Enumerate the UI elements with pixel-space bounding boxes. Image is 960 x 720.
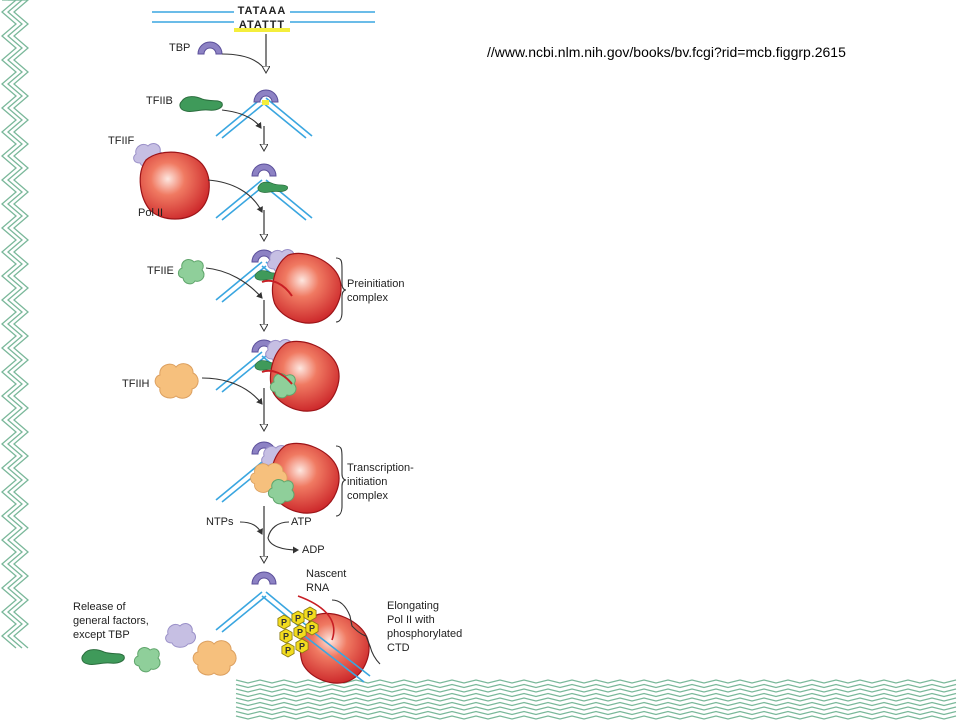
phosphate-icon bbox=[281, 642, 295, 658]
phosphate-label: P bbox=[295, 614, 301, 624]
nascent-rna-strand bbox=[297, 595, 335, 641]
nascent-rna-label-line2: RNA bbox=[306, 582, 330, 594]
tfiif-label: TFIIF bbox=[108, 135, 135, 147]
tbp-icon bbox=[251, 163, 277, 177]
elongating-label-line2: Pol II with bbox=[387, 614, 435, 626]
release-label-line3: except TBP bbox=[73, 629, 130, 641]
step-tfiif-pol2: TFIIF Pol II bbox=[108, 135, 313, 221]
border-bottom-zigzag bbox=[235, 679, 957, 720]
step-tfiib: TFIIB bbox=[146, 89, 313, 139]
elongating-label-line4: CTD bbox=[387, 642, 410, 654]
tfiie-icon bbox=[177, 259, 205, 285]
tata-sequence-bottom: ATATTT bbox=[239, 19, 285, 31]
preinitiation-label-line1: Preinitiation bbox=[347, 278, 404, 290]
tfiih-icon bbox=[192, 640, 237, 676]
tfiib-label: TFIIB bbox=[146, 95, 173, 107]
ntps-label: NTPs bbox=[206, 516, 234, 528]
ntp-atp-step: NTPs ATP ADP bbox=[206, 516, 325, 556]
phosphate-icon bbox=[295, 638, 309, 654]
elongating-label-line1: Elongating bbox=[387, 600, 439, 612]
phosphate-icon bbox=[305, 620, 319, 636]
phosphate-label: P bbox=[309, 624, 315, 634]
phosphate-label: P bbox=[299, 642, 305, 652]
released-factors: Release of general factors, except TBP bbox=[73, 601, 237, 676]
transcription-initiation-label-line1: Transcription- bbox=[347, 462, 414, 474]
tfiih-label: TFIIH bbox=[122, 378, 150, 390]
flow-arrows bbox=[264, 34, 266, 562]
tfiie-label: TFIIE bbox=[147, 265, 174, 277]
tfiib-icon bbox=[257, 181, 288, 193]
phosphate-label: P bbox=[285, 646, 291, 656]
transcription-initiation-label-line2: initiation bbox=[347, 476, 387, 488]
source-url: //www.ncbi.nlm.nih.gov/books/bv.fcgi?rid… bbox=[487, 44, 846, 60]
tfiie-icon bbox=[267, 479, 295, 505]
step-transcription-initiation: Transcription- initiation complex bbox=[215, 435, 414, 523]
tata-sequence-top: TATAAA bbox=[238, 5, 287, 17]
pol2-elongating bbox=[289, 605, 379, 693]
release-label-line1: Release of bbox=[73, 601, 127, 613]
pol2-label: Pol II bbox=[138, 207, 163, 219]
tfiih-icon bbox=[154, 363, 199, 399]
phosphate-label: P bbox=[307, 610, 313, 620]
release-label-line2: general factors, bbox=[73, 615, 149, 627]
transcription-initiation-label-line3: complex bbox=[347, 490, 388, 502]
phosphate-label: P bbox=[281, 618, 287, 628]
phosphate-icon bbox=[303, 606, 317, 622]
tbp-label: TBP bbox=[169, 42, 190, 54]
elongating-label-line3: phosphorylated bbox=[387, 628, 462, 640]
tfiib-icon bbox=[179, 96, 223, 113]
nascent-rna-label-line1: Nascent bbox=[306, 568, 346, 580]
phosphate-icon bbox=[279, 628, 293, 644]
step-preinitiation: TFIIE Preinitiation complex bbox=[147, 245, 404, 333]
tbp-icon bbox=[251, 571, 277, 585]
tbp-icon bbox=[197, 41, 223, 55]
tfiib-icon bbox=[81, 649, 125, 666]
step-tbp: TBP bbox=[169, 41, 263, 67]
step-tfiih: TFIIH bbox=[122, 333, 349, 421]
atp-label: ATP bbox=[291, 516, 312, 528]
tfiie-icon bbox=[133, 647, 161, 673]
tfiif-icon bbox=[165, 623, 196, 648]
phosphate-label: P bbox=[297, 628, 303, 638]
phosphate-label: P bbox=[283, 632, 289, 642]
adp-label: ADP bbox=[302, 544, 325, 556]
tata-box-dna: TATAAA ATATTT bbox=[152, 4, 375, 32]
border-left-zigzag bbox=[1, 0, 29, 649]
phosphate-icon bbox=[277, 614, 291, 630]
preinitiation-label-line2: complex bbox=[347, 292, 388, 304]
